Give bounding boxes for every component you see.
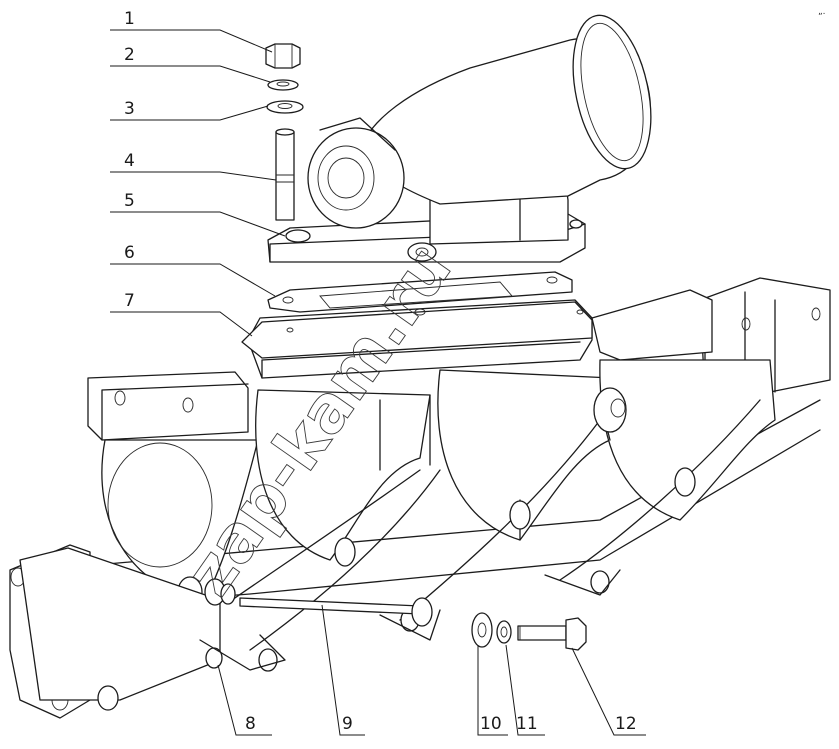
elbow-pipe [267,14,652,263]
spring-washer [267,79,299,91]
callout-10: 10 [480,714,502,734]
corner-mark: „. [818,7,826,17]
flange-pad [241,301,593,359]
lock-washer [496,620,512,644]
callout-8: 8 [245,714,256,734]
callout-3: 3 [124,99,135,119]
flat-washer [266,100,304,114]
bolt [517,617,587,651]
callout-11: 11 [516,714,538,734]
stud [275,128,295,221]
manifold-body [9,277,831,719]
nut [265,43,301,69]
gasket [267,271,573,316]
washer [471,612,493,648]
callout-6: 6 [124,243,135,263]
long-stud [204,578,433,627]
callout-12: 12 [615,714,637,734]
callout-9: 9 [342,714,353,734]
callout-4: 4 [124,151,135,171]
callout-numbers: 1 2 3 4 5 6 7 8 9 10 11 12 [124,9,637,734]
callout-7: 7 [124,291,135,311]
callout-leaders [110,29,646,736]
callout-5: 5 [124,191,135,211]
callout-1: 1 [124,9,135,29]
callout-2: 2 [124,45,135,65]
